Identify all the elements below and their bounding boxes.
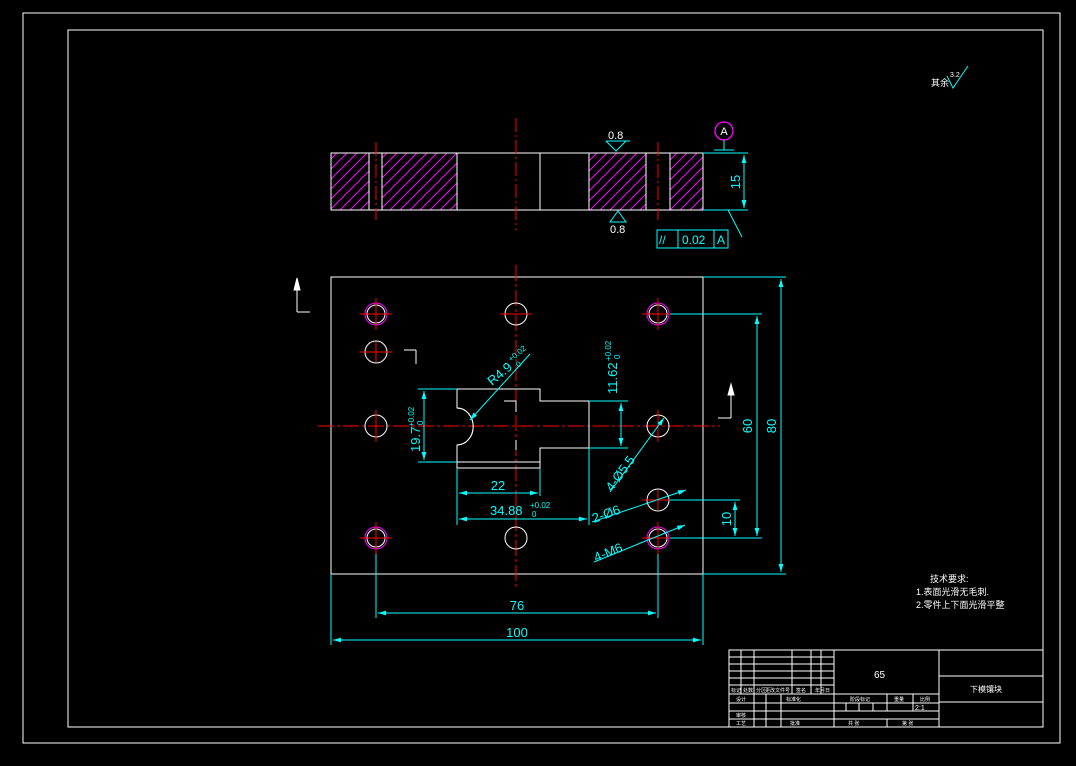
section-hatch-3	[589, 153, 646, 210]
svg-text:处数: 处数	[743, 687, 753, 694]
tech-req-item-1: 1.表面光滑无毛刺.	[916, 586, 989, 597]
tb-part-name: 下模镶块	[970, 684, 1002, 694]
svg-text:第 张: 第 张	[902, 720, 913, 727]
svg-text:11.62: 11.62	[605, 362, 620, 394]
callout-holes-55: 4-Ø5.5	[602, 453, 637, 494]
svg-text:批准: 批准	[790, 720, 800, 727]
dim-thickness: 15	[728, 175, 743, 189]
tech-requirements: 技术要求: 1.表面光滑无毛刺. 2.零件上下面光滑平整	[916, 573, 1005, 610]
svg-text:设计: 设计	[736, 696, 746, 703]
roughness-bottom-symbol	[609, 210, 627, 223]
dim-height-holes: 60	[740, 419, 755, 433]
roughness-top-symbol	[605, 140, 630, 152]
roughness-corner: 其余 3.2	[931, 65, 969, 89]
svg-text:34.88: 34.88	[490, 503, 523, 518]
tolerance-symbol: //	[659, 233, 666, 247]
dim-width-holes: 76	[510, 598, 524, 613]
svg-text:比例: 比例	[920, 696, 930, 703]
svg-text:阶段标记: 阶段标记	[850, 696, 870, 703]
svg-text:R4.9: R4.9	[484, 359, 515, 388]
title-block	[728, 649, 1044, 728]
datum-a-label: A	[720, 126, 728, 138]
svg-text:共 张: 共 张	[848, 720, 859, 727]
tolerance-datum: A	[717, 233, 725, 247]
svg-text:+0.02: +0.02	[530, 501, 551, 510]
slot-profile	[456, 388, 590, 469]
roughness-corner-value: 3.2	[950, 72, 960, 79]
svg-text:19.7: 19.7	[408, 427, 423, 452]
hole-55-bottom	[504, 526, 528, 550]
dim-height-overall: 80	[764, 419, 779, 433]
svg-text:更改文件号: 更改文件号	[765, 687, 790, 694]
tech-req-item-2: 2.零件上下面光滑平整	[916, 599, 1005, 610]
svg-text:0: 0	[514, 359, 524, 369]
plan-view: R4.9 +0.02 0 19.7 +0.02 0 11.62 +0.02 0 …	[293, 265, 786, 645]
svg-text:签名: 签名	[796, 687, 806, 694]
tolerance-frame	[656, 229, 729, 249]
section-hatch-1	[331, 153, 369, 210]
svg-text:年月日: 年月日	[815, 687, 830, 694]
tech-req-title: 技术要求:	[930, 573, 969, 584]
tb-material: 65	[874, 670, 886, 681]
section-outline	[330, 152, 704, 211]
title-block-text: 65 下模镶块 2:1 标记 处数 分区 更改文件号 签名 年月日 设计 标准化…	[731, 670, 1002, 727]
svg-text:0: 0	[613, 354, 622, 359]
dim-offset-10: 10	[719, 512, 734, 526]
svg-text:0: 0	[416, 420, 425, 425]
dim-width-overall: 100	[506, 625, 528, 640]
dim-slot-22: 22	[491, 478, 505, 493]
section-hatch-2	[382, 153, 457, 210]
outer-frame	[22, 12, 1061, 744]
dim-slot-offset: 11.62 +0.02 0	[604, 340, 622, 394]
svg-text:0: 0	[532, 510, 537, 519]
dim-radius: R4.9 +0.02 0	[484, 343, 528, 388]
section-view: 0.8 0.8 A 15 // 0.02 A	[330, 118, 748, 249]
svg-text:工艺: 工艺	[736, 721, 746, 727]
svg-text:重量: 重量	[894, 696, 904, 703]
dim-slot-width: 34.88 +0.02 0	[490, 501, 551, 519]
dim-slot-height: 19.7 +0.02 0	[407, 406, 425, 452]
svg-text:审核: 审核	[736, 712, 746, 719]
callout-m6: 4-M6	[592, 540, 625, 565]
roughness-bottom-value: 0.8	[610, 224, 625, 236]
svg-text:+0.02: +0.02	[604, 340, 613, 361]
svg-text:标准化: 标准化	[786, 696, 801, 703]
inner-frame	[67, 29, 1044, 728]
section-hatch-4	[670, 153, 703, 210]
callout-holes-6: 2-Ø6	[590, 502, 622, 526]
tolerance-value: 0.02	[682, 233, 706, 247]
roughness-top-value: 0.8	[608, 130, 623, 142]
svg-text:分区: 分区	[756, 687, 766, 694]
svg-text:+0.02: +0.02	[407, 406, 416, 427]
tb-scale: 2:1	[915, 705, 925, 712]
svg-text:标记: 标记	[731, 687, 741, 694]
roughness-corner-label: 其余	[931, 77, 949, 88]
